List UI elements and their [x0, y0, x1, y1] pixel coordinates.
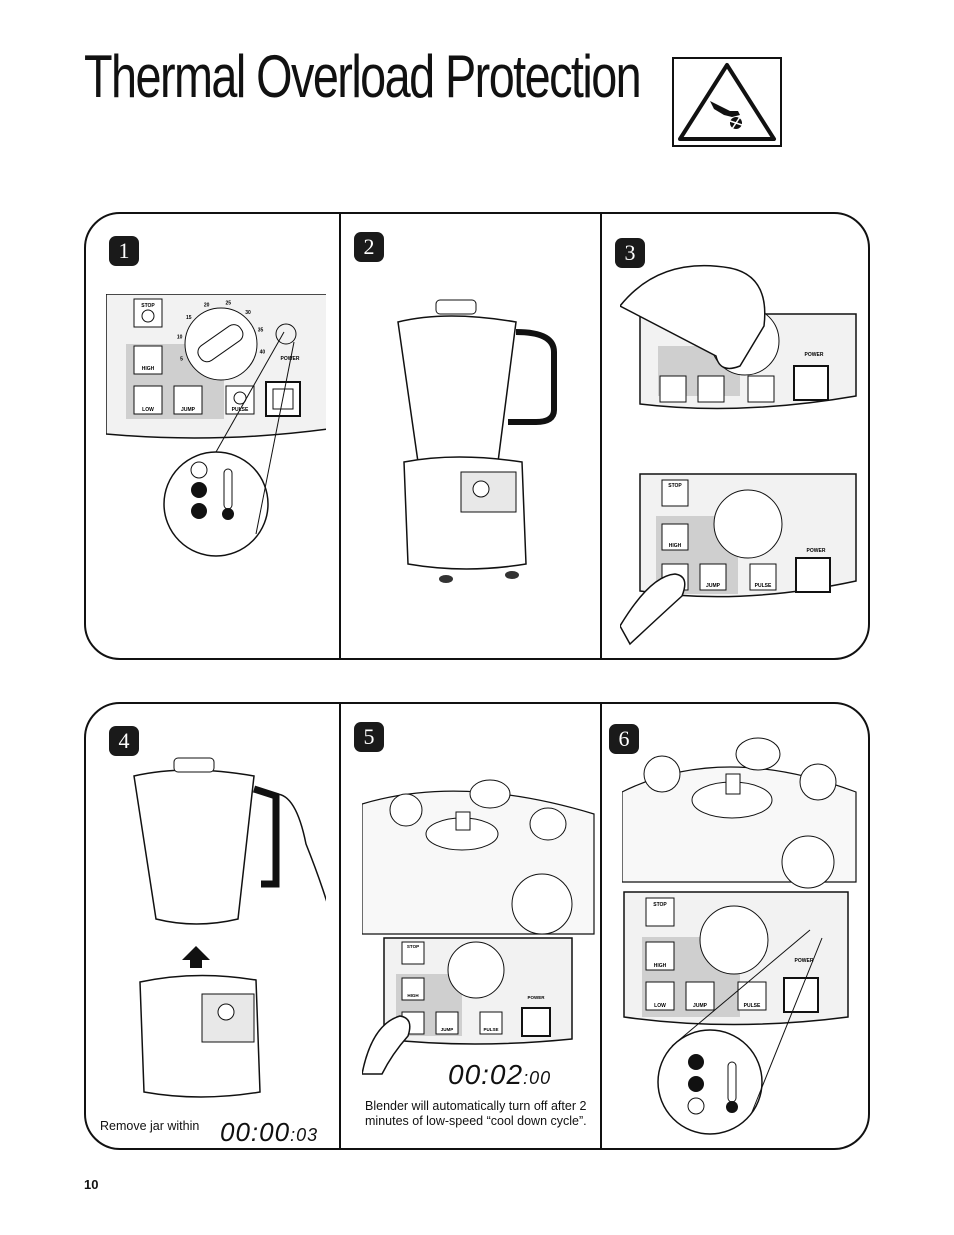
- up-arrow-icon: [182, 946, 210, 968]
- step-5-badge: 5: [354, 722, 384, 752]
- svg-text:POWER: POWER: [795, 958, 814, 964]
- svg-text:HIGH: HIGH: [142, 366, 155, 372]
- steps-1-3-panel: 1 2 3 STOP HIGH LOW JUMP PULSE: [84, 212, 870, 660]
- dial-number: 35: [258, 328, 264, 334]
- svg-text:STOP: STOP: [141, 303, 155, 309]
- svg-text:POWER: POWER: [805, 352, 824, 358]
- step-5-timer-main: 00:02: [448, 1059, 524, 1090]
- step-3-illustration: POWER STOP HIGH JUMP PULSE POWER: [620, 264, 857, 646]
- dial-number: 10: [177, 335, 183, 341]
- step-4-timer-small: :03: [290, 1125, 319, 1145]
- svg-text:LOW: LOW: [654, 1003, 666, 1009]
- zoom-indicator-circle: [657, 1029, 763, 1135]
- hand-holding-handle: [275, 793, 326, 902]
- svg-text:POWER: POWER: [527, 995, 545, 1000]
- svg-text:PULSE: PULSE: [755, 583, 772, 589]
- page-number: 10: [84, 1177, 99, 1192]
- high-button: HIGH: [133, 345, 163, 375]
- stop-button: STOP: [133, 298, 163, 328]
- step-6-illustration: STOP HIGH LOW JUMP PULSE POWER: [622, 737, 857, 1135]
- hand-hazard-icon: [678, 63, 776, 141]
- svg-text:PULSE: PULSE: [744, 1003, 761, 1009]
- step-2-blender-illustration: [397, 299, 557, 583]
- step-4-remove-jar-illustration: [133, 757, 326, 1098]
- svg-text:JUMP: JUMP: [706, 583, 721, 589]
- svg-text:HIGH: HIGH: [669, 543, 682, 549]
- finger-pressing-low: [620, 573, 686, 646]
- thermal-light-flashing: [687, 1097, 705, 1115]
- svg-text:JUMP: JUMP: [181, 407, 196, 413]
- zoom-indicator-circle: [163, 451, 269, 557]
- page-title: Thermal Overload Protection: [84, 43, 642, 110]
- hand-turning-dial: [620, 264, 766, 370]
- low-button: LOW: [133, 385, 163, 415]
- step-5-caption: Blender will automatically turn off afte…: [365, 1099, 587, 1128]
- steps-4-6-panel: 4 5 6 Remove jar within 00:00:03 STOP HI…: [84, 702, 870, 1150]
- dial-number: 15: [186, 315, 192, 321]
- svg-text:HIGH: HIGH: [407, 993, 418, 998]
- step-5-timer: 00:02:00: [448, 1059, 551, 1091]
- hazard-warning-sign: [672, 57, 782, 147]
- step-5-timer-small: :00: [523, 1068, 552, 1088]
- dial-number: 25: [226, 301, 232, 307]
- step-4-caption: Remove jar within: [100, 1119, 200, 1133]
- dial-number: 30: [245, 310, 251, 316]
- dial-number: 5: [180, 356, 183, 362]
- step-4-timer-main: 00:00: [220, 1117, 291, 1147]
- svg-text:HIGH: HIGH: [654, 963, 667, 969]
- thermal-light-flashing: [190, 461, 208, 479]
- svg-text:JUMP: JUMP: [441, 1027, 454, 1032]
- jump-button: JUMP: [173, 385, 203, 415]
- svg-text:STOP: STOP: [407, 944, 419, 949]
- svg-text:JUMP: JUMP: [693, 1003, 708, 1009]
- svg-text:LOW: LOW: [142, 407, 154, 413]
- svg-text:POWER: POWER: [807, 548, 826, 554]
- step-1-badge: 1: [109, 236, 139, 266]
- dial-number: 40: [260, 349, 266, 355]
- svg-text:PULSE: PULSE: [483, 1027, 498, 1032]
- timer-dial: 5 10 15 20 25 30 35 40: [177, 301, 266, 381]
- step-4-timer: 00:00:03: [220, 1117, 318, 1148]
- step-5-illustration: STOP HIGH JUMP PULSE POWER: [362, 779, 595, 1075]
- step-3-badge: 3: [615, 238, 645, 268]
- step-4-badge: 4: [109, 726, 139, 756]
- dial-number: 20: [204, 303, 210, 309]
- step-2-badge: 2: [354, 232, 384, 262]
- step-6-badge: 6: [609, 724, 639, 754]
- step-1-illustration: STOP HIGH LOW JUMP PULSE 510152025303540…: [106, 294, 326, 557]
- svg-text:STOP: STOP: [668, 483, 682, 489]
- finger-pressing-low: [362, 1015, 411, 1075]
- svg-text:STOP: STOP: [653, 902, 667, 908]
